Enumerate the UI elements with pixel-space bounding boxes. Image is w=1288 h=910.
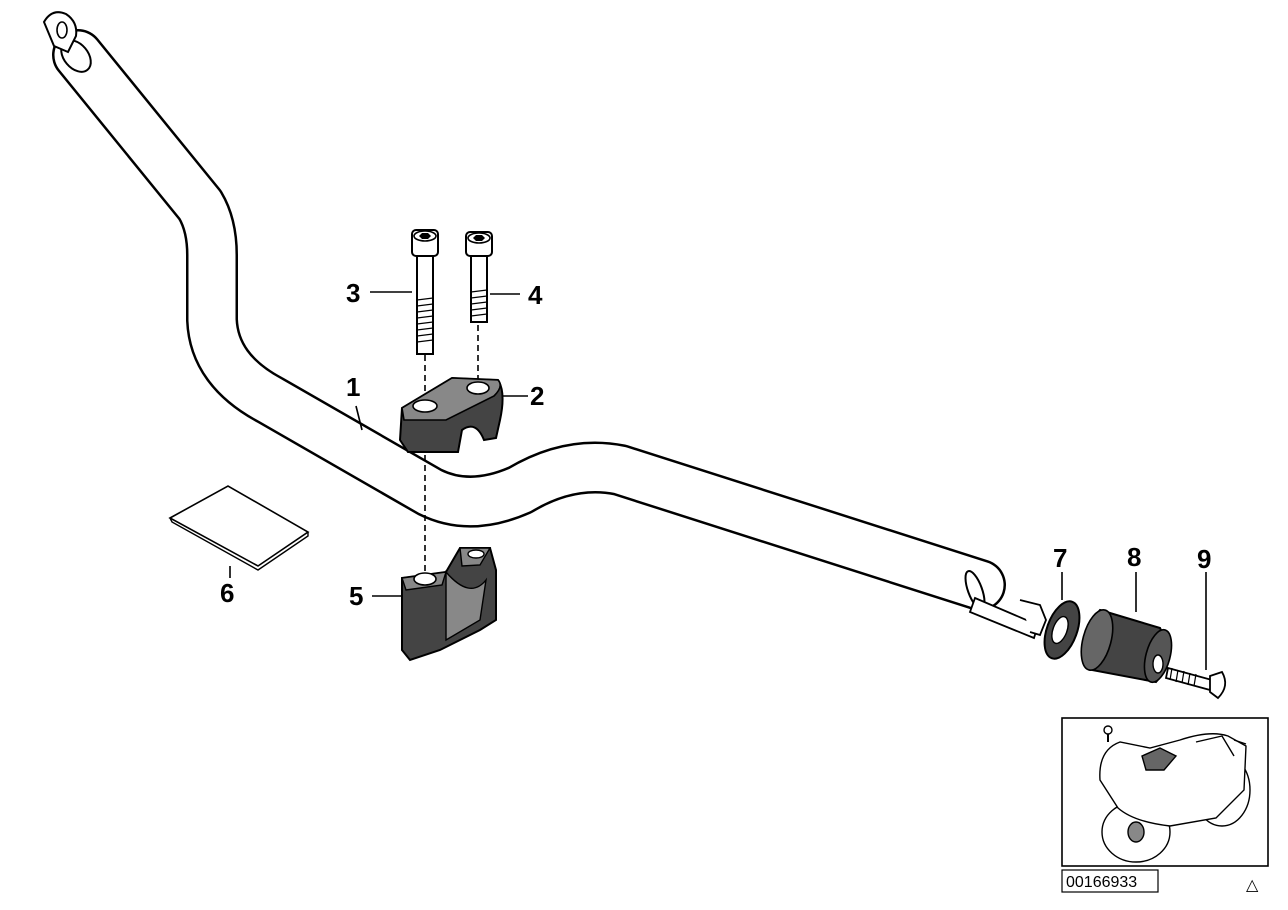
bolt-3: [411, 229, 439, 355]
part-number: 00166933: [1066, 874, 1137, 891]
callout-9: 9: [1197, 544, 1211, 574]
callout-2: 2: [530, 381, 544, 411]
upper-clamp: [398, 376, 504, 453]
bolt-4: [465, 231, 493, 323]
washer: [1043, 600, 1081, 660]
bar-end-weight: [1080, 608, 1173, 684]
corner-triangle-icon: △: [1246, 877, 1259, 894]
label-sheet: [168, 485, 310, 571]
handlebar: [42, 11, 1047, 640]
countersunk-screw: [1164, 666, 1227, 700]
motorcycle-thumbnail: [1061, 717, 1269, 867]
part-number-box: 00166933: [1061, 869, 1159, 893]
callout-3: 3: [346, 278, 360, 308]
motorcycle-icon: [1099, 725, 1251, 863]
leader-lines: [229, 291, 1207, 670]
callout-5: 5: [349, 581, 363, 611]
callouts: 1 2 3 4 5 6 7 8 9: [220, 278, 1211, 611]
callout-7: 7: [1053, 543, 1067, 573]
callout-6: 6: [220, 578, 234, 608]
callout-8: 8: [1127, 542, 1141, 572]
lower-clamp: [401, 547, 497, 662]
callout-4: 4: [528, 280, 543, 310]
bar-end-eye: [42, 11, 78, 54]
callout-1: 1: [346, 372, 360, 402]
